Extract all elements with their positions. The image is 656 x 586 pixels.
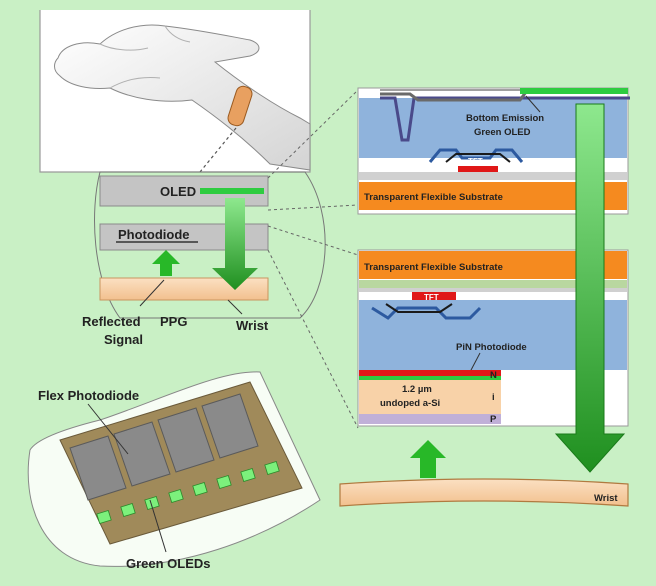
wrist-pointer <box>227 299 243 315</box>
emission-label-2: Green OLED <box>474 127 531 138</box>
n-layer <box>359 370 501 376</box>
green-oleds-label: Green OLEDs <box>126 556 211 571</box>
wrist-bar: Wrist <box>339 478 629 507</box>
thickness-label: 1.2 µm <box>402 384 432 395</box>
tft-block-bottom <box>412 292 456 300</box>
reflected-label: Reflected <box>82 314 141 329</box>
reflected-up-arrow <box>152 250 180 276</box>
green-oleds-pointer <box>149 499 167 553</box>
photodiode-label: Photodiode <box>118 227 190 242</box>
light-down-arrow <box>554 103 626 473</box>
hand-panel <box>39 10 311 173</box>
emission-down-arrow <box>212 198 258 290</box>
i-label: i <box>492 392 495 403</box>
pin-pointer <box>469 352 481 373</box>
reflected-pointer <box>139 279 165 307</box>
flex-photodiode-pointer <box>87 403 129 455</box>
via-well <box>380 96 630 142</box>
wrist-label-left: Wrist <box>236 318 269 333</box>
n-label: N <box>490 370 497 381</box>
p-label: P <box>490 414 497 425</box>
signal-label: Signal <box>104 332 143 347</box>
emission-pointer <box>525 95 541 113</box>
oled-green-emitter <box>200 188 264 194</box>
top-green-oled-strip <box>520 88 628 94</box>
callout-connectors <box>267 89 359 429</box>
light-up-arrow <box>410 440 446 478</box>
undoped-label: undoped a-Si <box>380 398 440 409</box>
wrist-label-right: Wrist <box>594 493 618 504</box>
left-stack: OLED Photodiode Reflected PPG Signal Wri… <box>82 171 326 347</box>
substrate-label-top: Transparent Flexible Substrate <box>364 192 503 203</box>
oled-label: OLED <box>160 184 196 199</box>
p-layer <box>359 414 501 424</box>
flex-photodiode-cells <box>69 393 259 501</box>
pin-photodiode-label: PiN Photodiode <box>456 342 527 353</box>
wrist-skin-layer <box>99 277 269 301</box>
wrist-sensor-patch-icon <box>227 85 253 127</box>
tft-label-bottom: TFT <box>424 293 439 302</box>
substrate-label-bottom: Transparent Flexible Substrate <box>364 262 503 273</box>
ppg-label: PPG <box>160 314 187 329</box>
tft-label-top: TFT <box>468 157 483 166</box>
tft-block-top <box>458 166 498 174</box>
emission-label-1: Bottom Emission <box>466 113 544 124</box>
green-oled-pixels <box>96 460 280 525</box>
flex-device: Flex Photodiode Green OLEDs <box>27 371 321 571</box>
flex-photodiode-label: Flex Photodiode <box>38 388 139 403</box>
tft-gate-lines <box>428 148 524 163</box>
hand-illustration-icon <box>54 24 311 171</box>
i-layer <box>359 380 501 414</box>
